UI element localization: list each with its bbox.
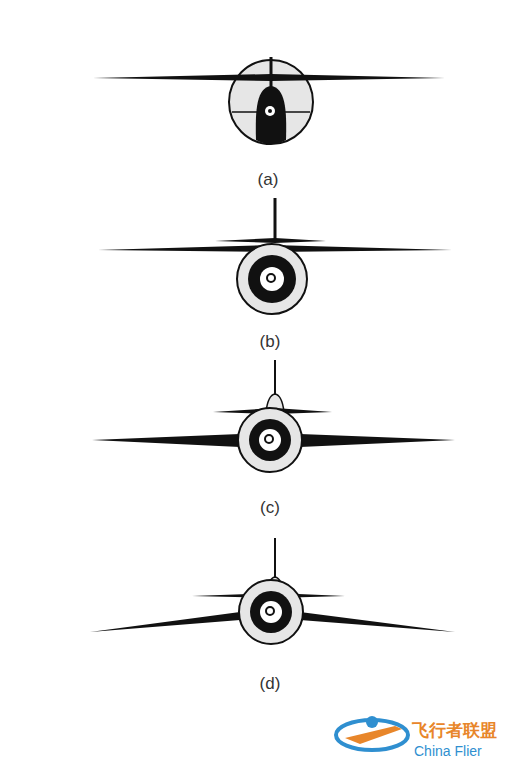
figure-label: (c) xyxy=(260,499,280,518)
aircraft-b xyxy=(98,198,452,314)
watermark-text: China Flier xyxy=(414,744,482,759)
figure-label: (a) xyxy=(258,171,279,190)
aircraft-c xyxy=(92,360,455,472)
figure-label: (d) xyxy=(260,675,281,694)
aircraft-a xyxy=(93,57,445,144)
aircraft-d xyxy=(90,538,455,644)
watermark-text: 飞行者联盟 xyxy=(412,722,497,741)
watermark-logo xyxy=(336,716,408,750)
figure-label: (b) xyxy=(260,333,281,352)
